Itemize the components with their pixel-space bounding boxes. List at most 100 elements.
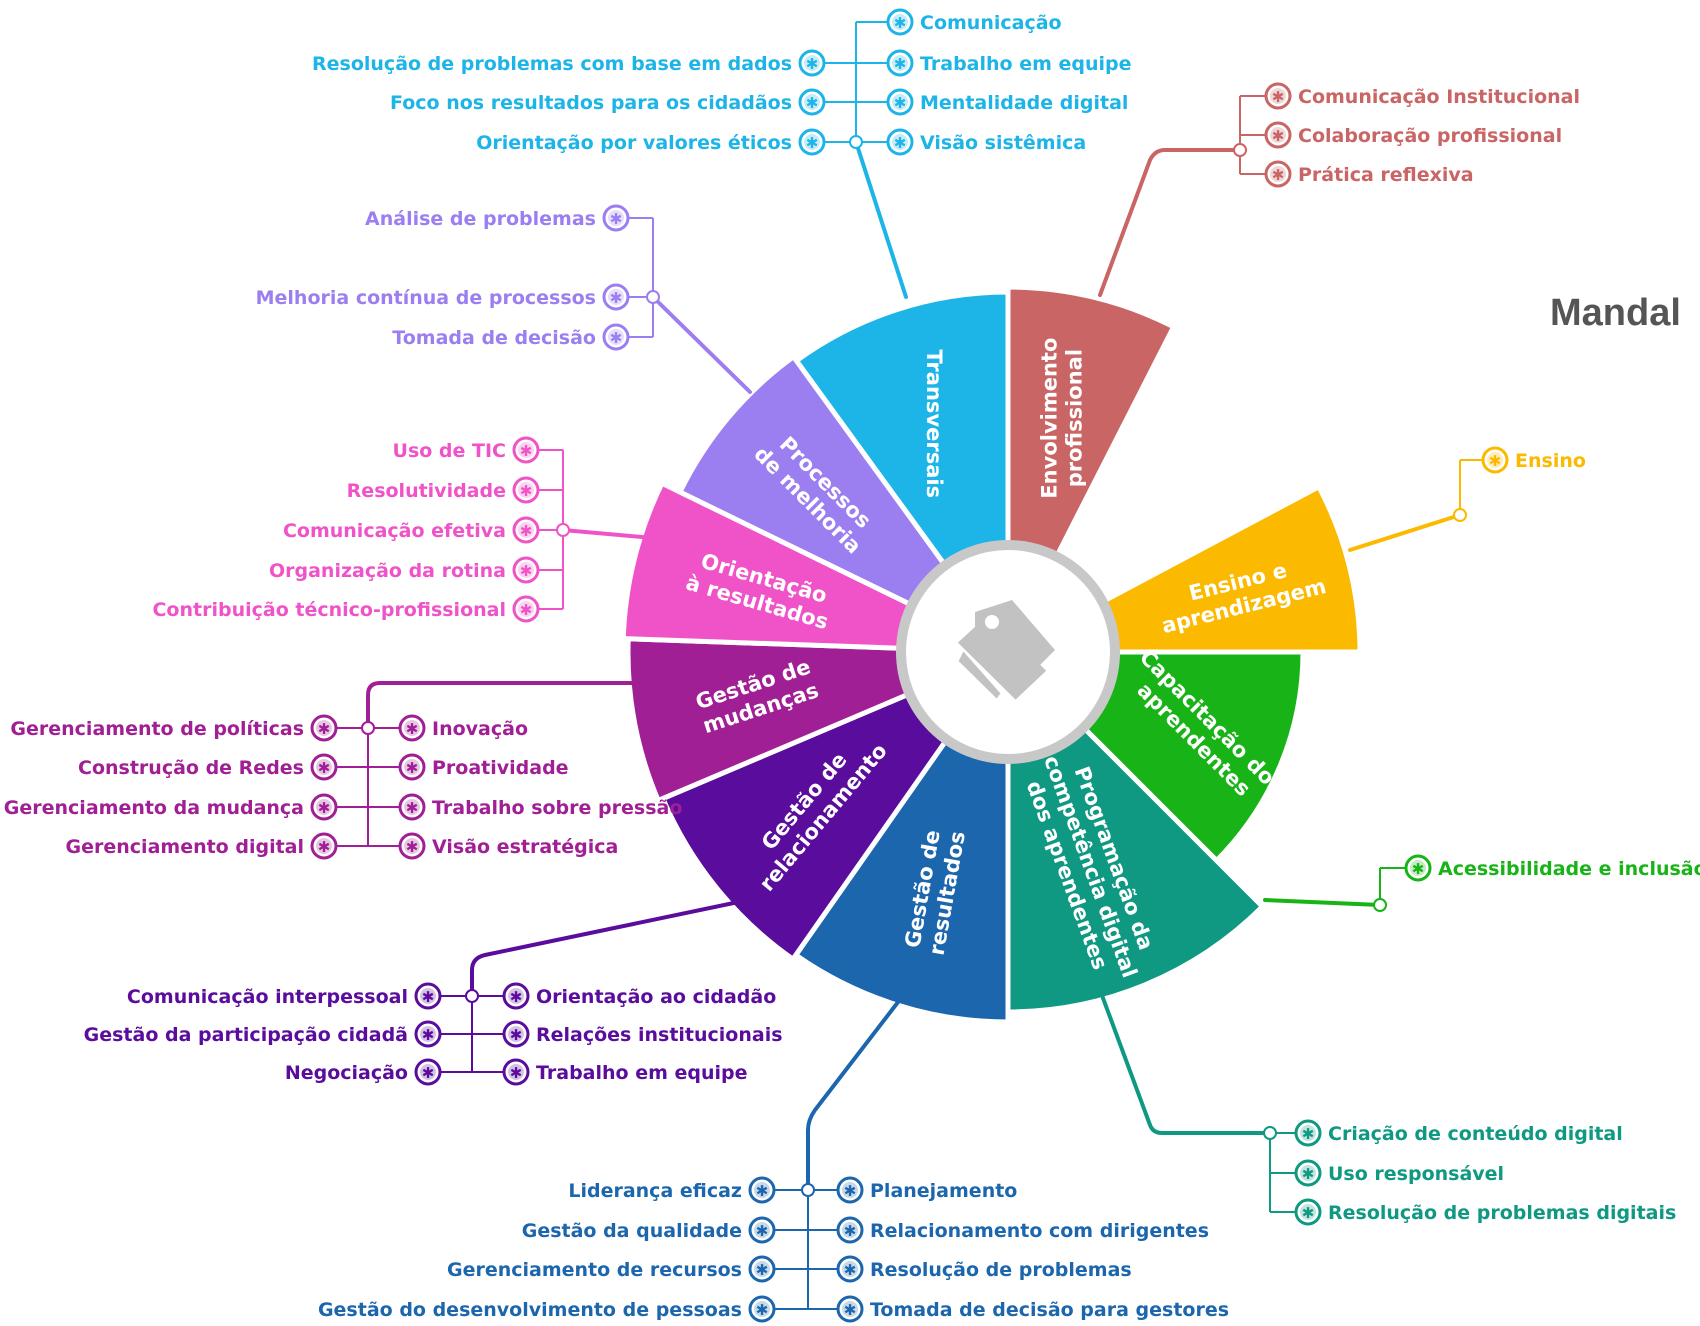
competency-label[interactable]: Tomada de decisão para gestores xyxy=(870,1299,1229,1321)
branch-processos: ✱Análise de problemas✱Melhoria contínua … xyxy=(256,204,752,394)
svg-text:✱: ✱ xyxy=(406,720,419,738)
competency-label[interactable]: Prática reflexiva xyxy=(1298,164,1474,186)
segment-ensino[interactable] xyxy=(1092,483,1363,655)
svg-text:✱: ✱ xyxy=(406,838,419,856)
competency-label[interactable]: Melhoria contínua de processos xyxy=(256,287,596,309)
puzzle-icon: ✱ xyxy=(512,476,540,504)
page-title: Mandal xyxy=(1550,292,1681,334)
competency-label[interactable]: Gerenciamento digital xyxy=(66,836,304,858)
puzzle-icon: ✱ xyxy=(602,323,630,351)
svg-text:✱: ✱ xyxy=(894,94,907,112)
competency-label[interactable]: Trabalho em equipe xyxy=(920,53,1132,75)
puzzle-icon: ✱ xyxy=(398,832,426,860)
competency-label[interactable]: Trabalho sobre pressão xyxy=(432,797,682,819)
svg-text:✱: ✱ xyxy=(520,601,533,619)
competency-label[interactable]: Trabalho em equipe xyxy=(536,1062,748,1084)
svg-text:✱: ✱ xyxy=(1489,452,1502,470)
competency-label[interactable]: Colaboração profissional xyxy=(1298,125,1562,147)
svg-text:✱: ✱ xyxy=(756,1301,769,1319)
puzzle-icon: ✱ xyxy=(836,1176,864,1204)
competency-label[interactable]: Liderança eficaz xyxy=(568,1180,742,1202)
branch-relacionamento: ✱ Comunicação interpessoal ✱ Gestão da part… xyxy=(84,898,783,1086)
competency-label[interactable]: Proatividade xyxy=(432,757,569,779)
competency-label[interactable]: Foco nos resultados para os cidadãos xyxy=(390,92,792,114)
competency-label[interactable]: Contribuição técnico-profissional xyxy=(152,599,506,621)
competency-label[interactable]: Comunicação xyxy=(920,12,1062,34)
segment-label-line: Envolvimento xyxy=(1037,338,1061,499)
svg-text:✱: ✱ xyxy=(510,988,523,1006)
puzzle-icon: ✱ xyxy=(1294,1198,1322,1226)
competency-label[interactable]: Relacionamento com dirigentes xyxy=(870,1220,1209,1242)
branch-junction xyxy=(646,290,660,304)
svg-text:✱: ✱ xyxy=(894,134,907,152)
competency-label[interactable]: Gestão do desenvolvimento de pessoas xyxy=(318,1299,742,1321)
competency-label[interactable]: Negociação xyxy=(285,1062,408,1084)
puzzle-icon: ✱ xyxy=(1264,160,1292,188)
svg-text:✱: ✱ xyxy=(756,1182,769,1200)
competency-label[interactable]: Mentalidade digital xyxy=(920,92,1128,114)
competency-label[interactable]: Comunicação Institucional xyxy=(1298,86,1580,108)
competency-label[interactable]: Uso de TIC xyxy=(393,440,506,462)
competency-label[interactable]: Análise de problemas xyxy=(365,208,596,230)
svg-text:✱: ✱ xyxy=(318,720,331,738)
competency-label[interactable]: Gerenciamento de recursos xyxy=(447,1259,742,1281)
tags-icon xyxy=(957,600,1055,700)
puzzle-icon: ✱ xyxy=(886,88,914,116)
puzzle-icon: ✱ xyxy=(748,1176,776,1204)
competency-label[interactable]: Resolução de problemas com base em dados xyxy=(312,53,792,75)
svg-text:✱: ✱ xyxy=(422,988,435,1006)
competency-label[interactable]: Resolutividade xyxy=(347,480,506,502)
puzzle-icon: ✱ xyxy=(512,436,540,464)
svg-text:✱: ✱ xyxy=(756,1222,769,1240)
puzzle-icon: ✱ xyxy=(798,88,826,116)
competency-label[interactable]: Inovação xyxy=(432,718,528,740)
svg-text:✱: ✱ xyxy=(422,1064,435,1082)
competency-label[interactable]: Resolução de problemas digitais xyxy=(1328,1202,1676,1224)
competency-label[interactable]: Uso responsável xyxy=(1328,1163,1504,1185)
svg-text:✱: ✱ xyxy=(894,55,907,73)
competency-label[interactable]: Comunicação efetiva xyxy=(283,520,506,542)
svg-text:✱: ✱ xyxy=(844,1261,857,1279)
branch-junction xyxy=(801,1183,815,1197)
competency-label[interactable]: Comunicação interpessoal xyxy=(127,986,408,1008)
competency-label[interactable]: Orientação ao cidadão xyxy=(536,986,776,1008)
segment-label-transversais: Transversais xyxy=(922,349,946,498)
competency-label[interactable]: Gestão da qualidade xyxy=(522,1220,742,1242)
competency-label[interactable]: Visão sistêmica xyxy=(920,132,1086,154)
puzzle-icon: ✱ xyxy=(414,1020,442,1048)
puzzle-icon: ✱ xyxy=(512,556,540,584)
branch-junction xyxy=(556,523,570,537)
branch-ensino: ✱ Ensino xyxy=(1348,446,1586,552)
puzzle-icon: ✱ xyxy=(512,595,540,623)
svg-text:✱: ✱ xyxy=(406,759,419,777)
puzzle-icon: ✱ xyxy=(1294,1159,1322,1187)
segment-envolvimento[interactable] xyxy=(1005,284,1178,567)
segment-label-line: Transversais xyxy=(922,349,946,498)
svg-text:✱: ✱ xyxy=(756,1261,769,1279)
svg-text:✱: ✱ xyxy=(806,94,819,112)
competency-label[interactable]: Construção de Redes xyxy=(78,757,304,779)
branch-transversais: ✱ Resolução de problemas com base em dado… xyxy=(312,8,1132,299)
competency-label[interactable]: Ensino xyxy=(1515,450,1586,472)
competency-label[interactable]: Visão estratégica xyxy=(432,836,618,858)
competency-label[interactable]: Gerenciamento de políticas xyxy=(10,718,304,740)
segment-label-line: profissional xyxy=(1062,349,1086,487)
branch-junction xyxy=(849,135,863,149)
competency-label[interactable]: Acessibilidade e inclusão xyxy=(1438,858,1700,880)
puzzle-icon: ✱ xyxy=(502,1058,530,1086)
competency-label[interactable]: Criação de conteúdo digital xyxy=(1328,1123,1623,1145)
puzzle-icon: ✱ xyxy=(748,1216,776,1244)
competency-label[interactable]: Relações institucionais xyxy=(536,1024,783,1046)
competency-label[interactable]: Orientação por valores éticos xyxy=(476,132,792,154)
puzzle-icon: ✱ xyxy=(502,1020,530,1048)
competency-label[interactable]: Gerenciamento da mudança xyxy=(4,797,304,819)
branch-line xyxy=(1263,898,1382,907)
competency-label[interactable]: Tomada de decisão xyxy=(392,327,596,349)
puzzle-icon: ✱ xyxy=(414,982,442,1010)
competency-label[interactable]: Resolução de problemas xyxy=(870,1259,1132,1281)
competency-label[interactable]: Organização da rotina xyxy=(269,560,506,582)
puzzle-icon: ✱ xyxy=(1481,446,1509,474)
competency-label[interactable]: Gestão da participação cidadã xyxy=(84,1024,408,1046)
competency-label[interactable]: Planejamento xyxy=(870,1180,1017,1202)
